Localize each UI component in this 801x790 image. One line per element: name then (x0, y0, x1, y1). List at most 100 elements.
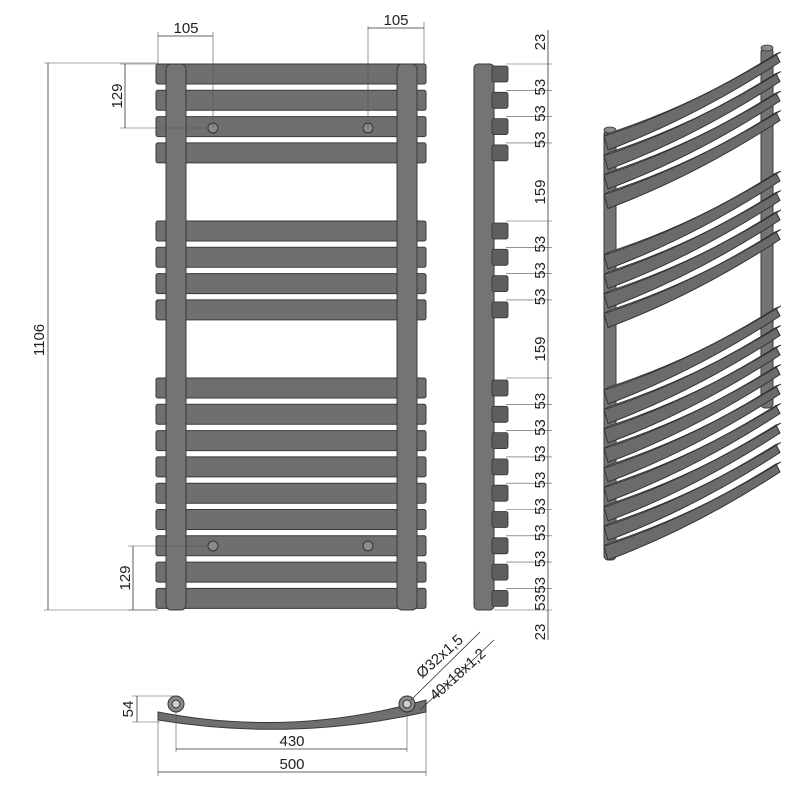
iso-bar-top (603, 209, 782, 295)
spec-callouts: Ø32x1,5 40x18x1,2 (410, 631, 495, 711)
side-bar-stub (491, 405, 509, 423)
dim-54: 54 (120, 695, 176, 723)
side-bar-stub (491, 275, 509, 293)
dim-105-right: 105 (367, 12, 425, 128)
iso-bar-top (603, 51, 782, 137)
side-bar-stub (491, 458, 509, 476)
isometric-view (603, 44, 782, 561)
dim-1106-label: 1106 (31, 324, 48, 356)
side-bar-stub (491, 144, 509, 162)
side-bar-stub (491, 248, 509, 266)
side-pitch-label: 53 (532, 524, 549, 541)
front-bar (155, 63, 427, 85)
front-bar (155, 587, 427, 609)
side-bar-stub (491, 563, 509, 581)
iso-bar-top (603, 190, 782, 275)
side-bar-stub (491, 222, 509, 240)
side-pitch-label: 53 (532, 445, 549, 462)
front-bar (155, 246, 427, 268)
dim-105-right-label: 105 (383, 12, 408, 29)
dim-129-top: 129 (109, 63, 208, 129)
front-bar (155, 482, 427, 504)
dim-105-left: 105 (157, 20, 214, 128)
iso-bar-top (603, 325, 782, 410)
front-bar (155, 299, 427, 321)
side-dimension-labels: 23 23 159 159 53535353535353535353535353… (532, 34, 549, 641)
iso-bar-top (603, 422, 782, 508)
front-bar (155, 430, 427, 452)
side-view: 23 23 159 159 53535353535353535353535353… (473, 30, 552, 641)
side-group-gap-2-label: 159 (532, 336, 549, 361)
side-pitch-label: 53 (532, 551, 549, 568)
side-bar-stub (491, 484, 509, 502)
dim-129-bottom: 129 (117, 545, 208, 611)
dim-105-left-label: 105 (173, 20, 198, 37)
dim-129-top-label: 129 (109, 83, 126, 108)
side-pitch-label: 53 (532, 236, 549, 253)
front-bar (155, 273, 427, 295)
iso-bar-top (603, 110, 782, 195)
front-bar (155, 220, 427, 242)
front-bar (155, 509, 427, 530)
side-pitch-label: 53 (532, 419, 549, 436)
bottom-right-connection (362, 540, 374, 552)
front-bar (155, 456, 427, 478)
side-rail (473, 63, 495, 611)
side-group-gap-1-label: 159 (532, 179, 549, 204)
iso-bar-top (603, 90, 782, 176)
iso-bar-top (603, 442, 782, 527)
plan-left-pipe-inner (171, 699, 181, 709)
side-bar-stubs (491, 65, 509, 607)
side-bar-stub (491, 537, 509, 555)
side-bar-stub (491, 590, 509, 607)
dim-430-label: 430 (279, 733, 304, 750)
plan-view: 54 430 500 Ø32x1,5 40x18x1,2 (120, 631, 495, 776)
side-pitch-label: 53 (532, 577, 549, 594)
iso-bar-top (603, 71, 782, 156)
side-dimension-ticks (494, 63, 552, 611)
iso-bar-top (603, 229, 782, 314)
side-bar-stub (491, 118, 509, 135)
side-pitch-label: 53 (532, 498, 549, 515)
side-pitch-label: 53 (532, 79, 549, 96)
iso-bar-top (603, 383, 782, 469)
front-bar (155, 403, 427, 425)
iso-bar-top (603, 461, 782, 547)
side-top-gap-label: 23 (532, 34, 549, 51)
side-pitch-label: 53 (532, 262, 549, 279)
dim-54-label: 54 (120, 701, 137, 718)
left-rail (165, 63, 187, 611)
plan-curved-bar (157, 699, 427, 730)
right-rail (396, 63, 418, 611)
front-bar (155, 561, 427, 583)
iso-bar-top (603, 344, 782, 430)
front-view: 105 105 1106 129 129 (31, 12, 427, 611)
iso-rear-rail-cap (760, 44, 774, 52)
iso-bar-top (603, 305, 782, 391)
side-pitch-label: 53 (532, 594, 549, 611)
side-pitch-label: 53 (532, 472, 549, 489)
plan-right-pipe-inner (402, 699, 412, 709)
side-bar-stub (491, 65, 509, 83)
dim-500: 500 (157, 712, 427, 776)
dim-129-bottom-label: 129 (117, 565, 134, 590)
side-pitch-label: 53 (532, 288, 549, 305)
side-bar-stub (491, 432, 509, 450)
side-pitch-label: 53 (532, 393, 549, 410)
side-bar-stub (491, 379, 509, 397)
side-bar-stub (491, 301, 509, 319)
side-pitch-label: 53 (532, 131, 549, 148)
dim-1106: 1106 (31, 62, 158, 611)
front-bar (155, 116, 427, 138)
side-bar-stub (491, 511, 509, 528)
iso-bar-top (603, 403, 782, 488)
dim-500-label: 500 (279, 756, 304, 773)
iso-bar-top (603, 364, 782, 449)
front-bar (155, 89, 427, 111)
front-bars (155, 63, 427, 609)
front-bar (155, 142, 427, 164)
side-bar-stub (491, 91, 509, 109)
bottom-left-connection (207, 540, 219, 552)
side-pitch-label: 53 (532, 105, 549, 122)
